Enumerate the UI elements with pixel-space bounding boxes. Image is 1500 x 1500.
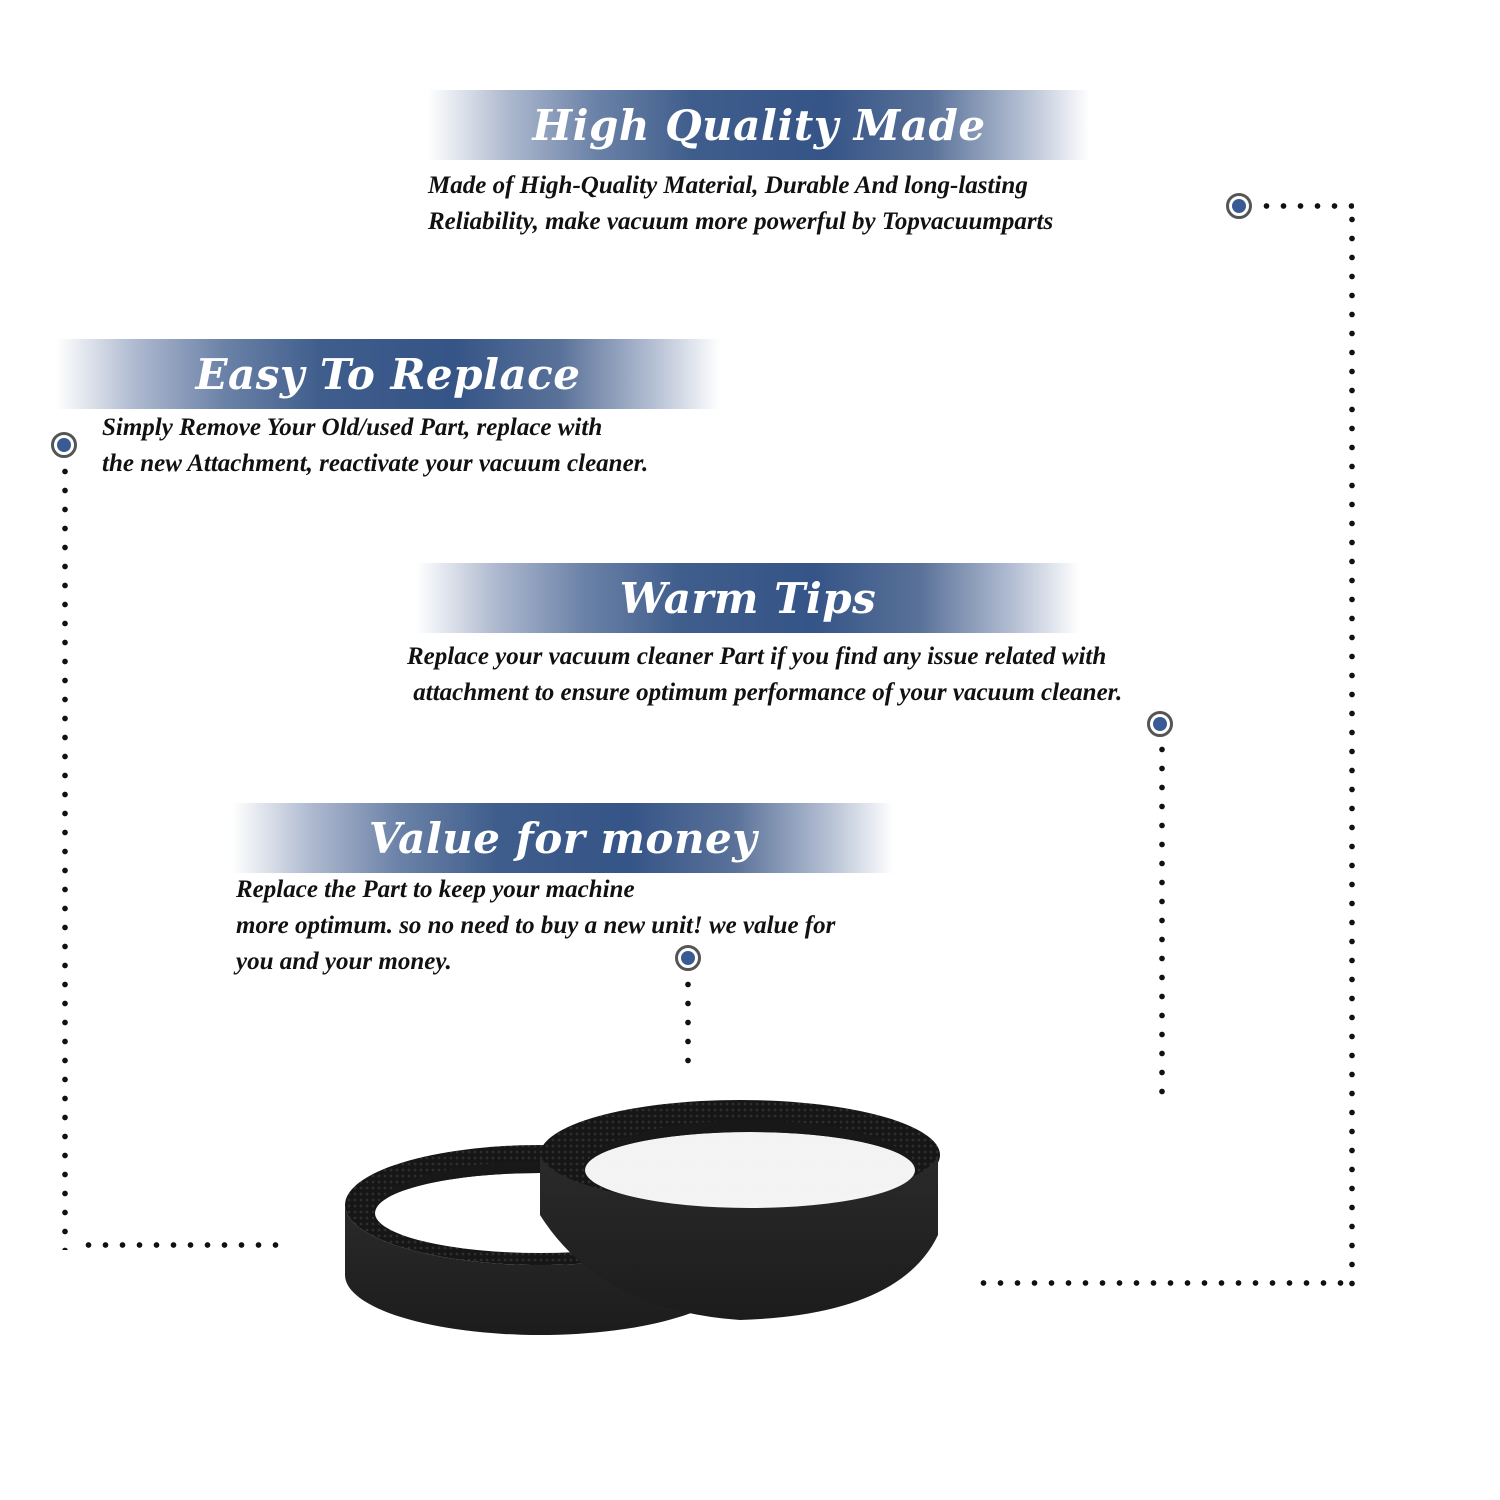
connector-dots-bottom-left [80,1242,280,1248]
banner-high-quality-made: High Quality Made [428,90,1090,160]
description-easy-to-replace: Simply Remove Your Old/used Part, replac… [102,414,649,477]
connector-dots-right-vertical [1349,210,1355,1290]
banner-easy-to-replace: Easy To Replace [56,339,720,409]
bullet-marker-icon [51,432,77,458]
banner-title: High Quality Made [532,100,986,150]
connector-dots-bottom-right [975,1280,1347,1286]
bullet-marker-icon [1226,193,1252,219]
connector-dots-value [685,975,691,1075]
banner-title: Value for money [368,813,758,863]
description-high-quality-made: Made of High-Quality Material, Durable A… [428,172,1054,235]
description-value-for-money: Replace the Part to keep your machine mo… [236,876,836,975]
description-warm-tips: Replace your vacuum cleaner Part if you … [407,643,1123,706]
banner-title: Warm Tips [619,573,877,623]
connector-dots-top-right [1258,203,1354,209]
banner-title: Easy To Replace [195,349,581,399]
connector-dots-left-vertical [62,462,68,1250]
banner-value-for-money: Value for money [232,803,894,873]
belt-right [540,1100,940,1320]
banner-warm-tips: Warm Tips [416,563,1080,633]
bullet-marker-icon [1147,711,1173,737]
connector-dots-warm-tips [1159,740,1165,1105]
vacuum-belts-image [345,1100,940,1335]
bullet-marker-icon [675,945,701,971]
